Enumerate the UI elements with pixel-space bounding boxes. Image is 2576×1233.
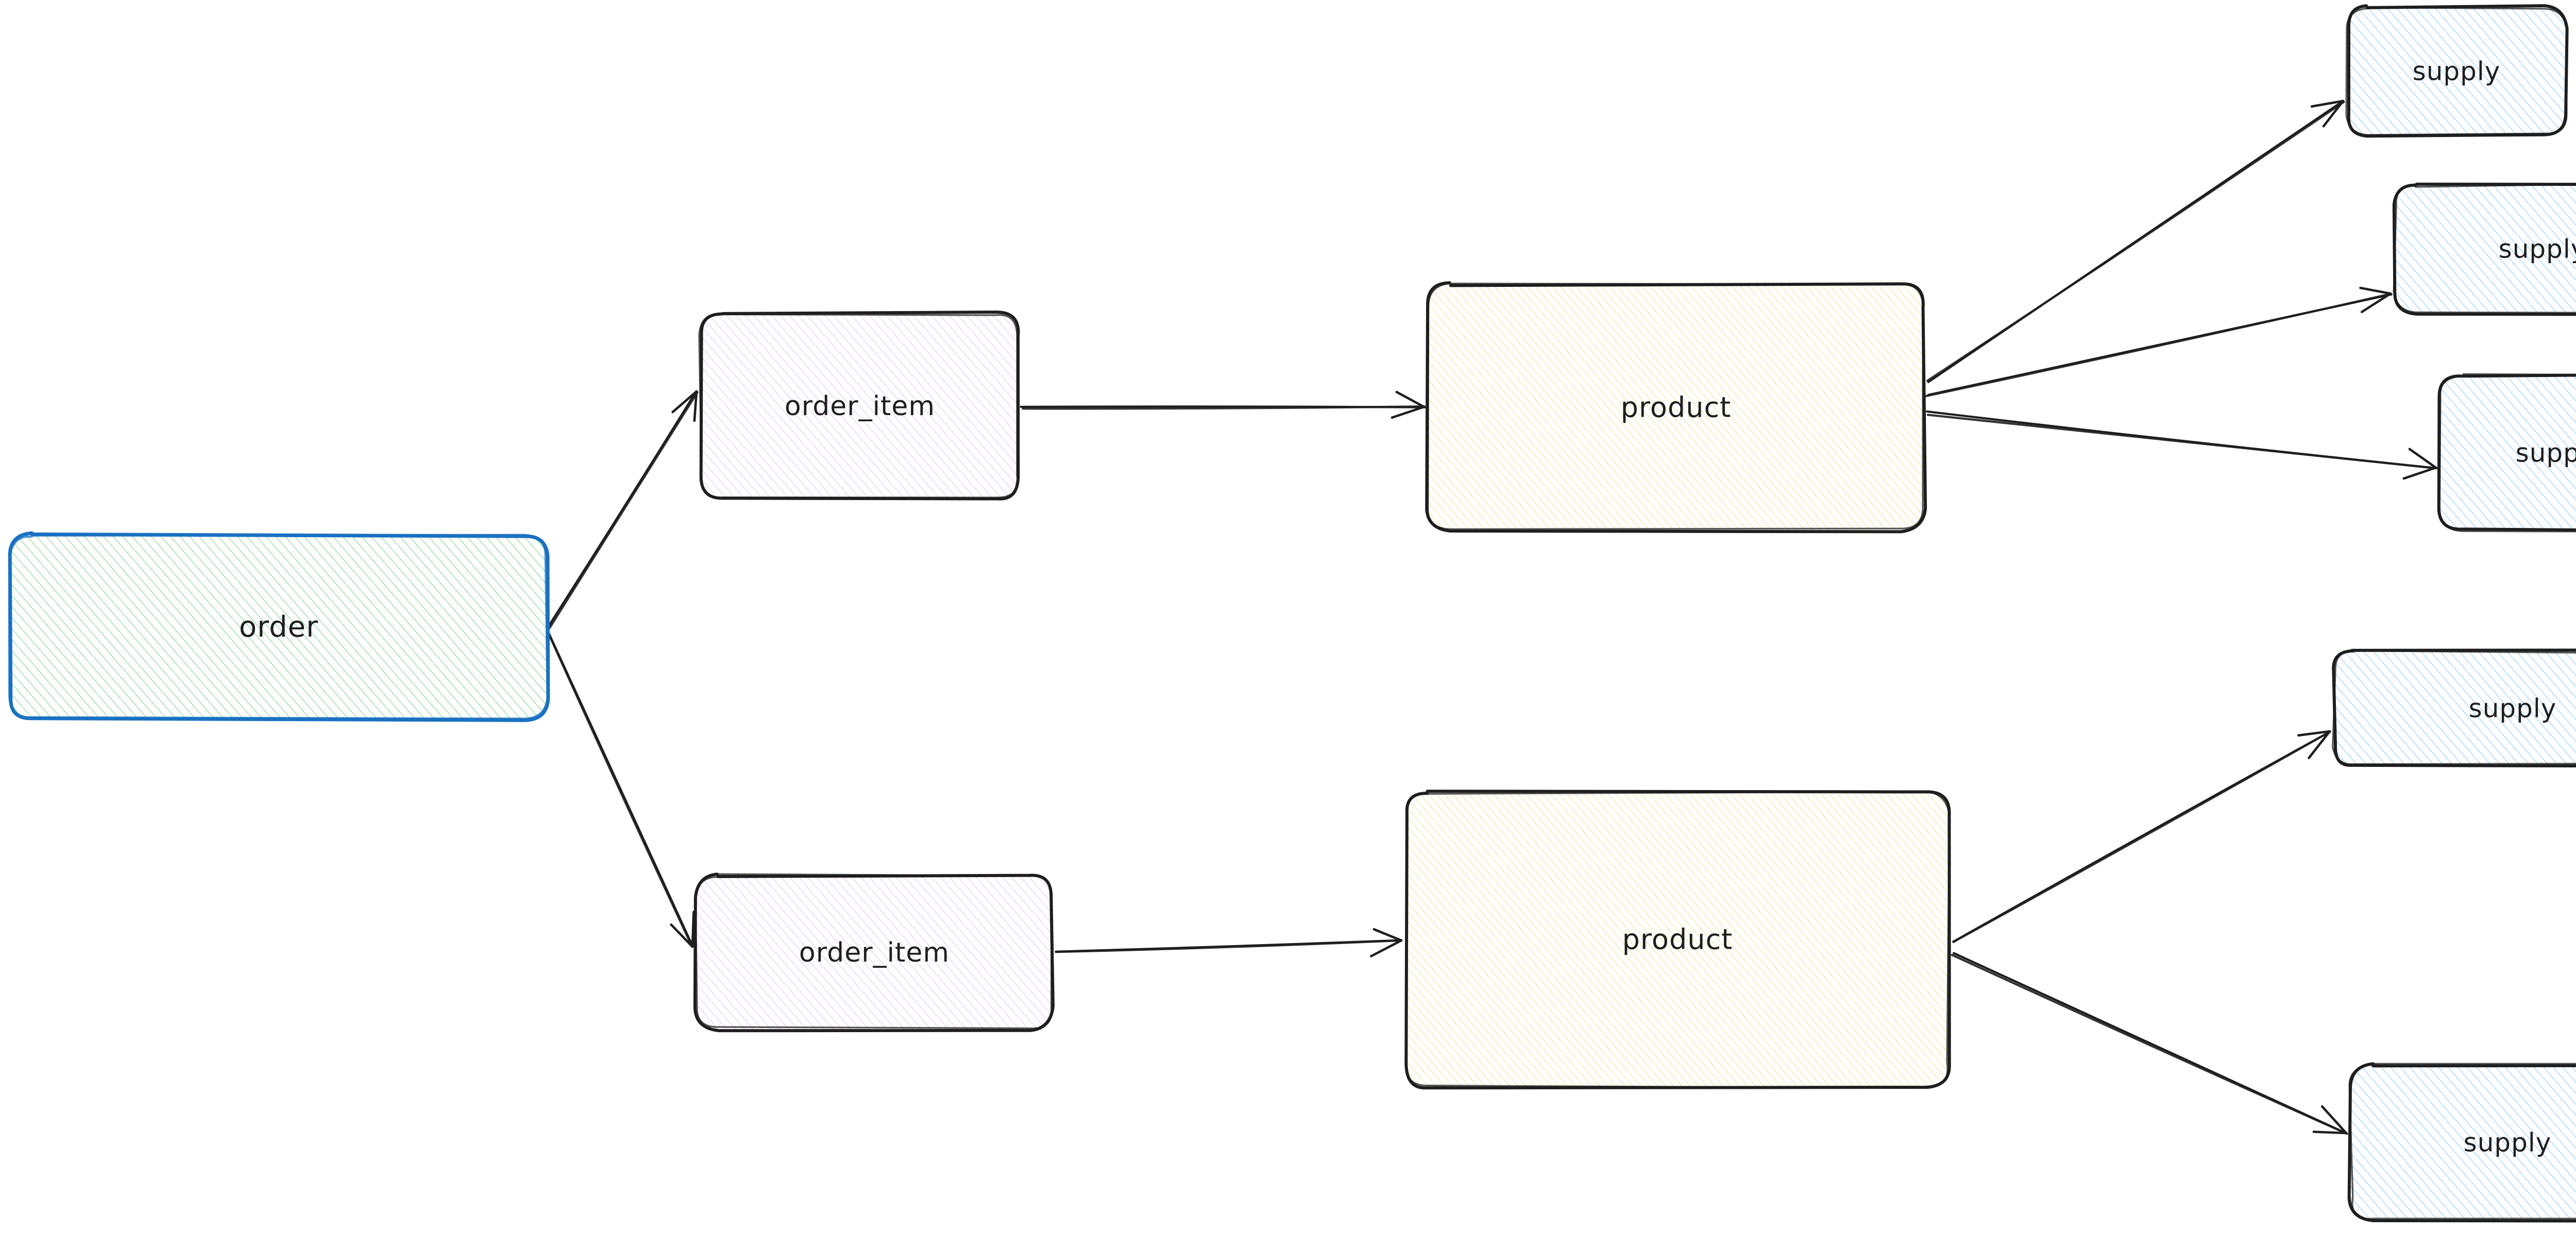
node-outline-second-pass bbox=[2332, 649, 2576, 765]
edge-order_item_1-to-product_1[interactable] bbox=[1020, 390, 1426, 419]
node-outline-second-pass bbox=[2345, 6, 2568, 136]
node-outline bbox=[2392, 182, 2576, 316]
node-layer: orderorder_itemorder_itemproductproducts… bbox=[8, 4, 2576, 1223]
edge-product_1-to-supply_2[interactable] bbox=[1925, 286, 2393, 398]
node-supply_3[interactable]: supply bbox=[2437, 373, 2576, 533]
node-outline-second-pass bbox=[8, 534, 549, 720]
edge-product_2-to-supply_4[interactable] bbox=[1952, 730, 2331, 943]
node-label-order_item_1: order_item bbox=[785, 391, 935, 422]
node-outline-second-pass bbox=[2438, 373, 2576, 533]
node-hatch-fill bbox=[2334, 651, 2576, 765]
node-label-product_1: product bbox=[1621, 391, 1732, 424]
node-hatch-fill bbox=[1428, 284, 1924, 530]
node-outline bbox=[699, 310, 1020, 501]
edge-order-to-order_item_2[interactable] bbox=[547, 631, 695, 948]
edge-product_1-to-supply_3[interactable] bbox=[1926, 410, 2438, 480]
edge-layer bbox=[547, 99, 2438, 1135]
node-order[interactable]: order bbox=[8, 531, 550, 722]
node-product_2[interactable]: product bbox=[1403, 790, 1952, 1090]
node-outline-second-pass bbox=[694, 873, 1053, 1030]
node-supply_1[interactable]: supply bbox=[2345, 4, 2569, 138]
node-hatch-fill bbox=[2395, 184, 2576, 313]
node-supply_5[interactable]: supply bbox=[2347, 1062, 2576, 1223]
node-outline-second-pass bbox=[2348, 1063, 2576, 1220]
node-hatch-fill bbox=[2440, 375, 2576, 530]
edge-product_2-to-supply_5[interactable] bbox=[1951, 952, 2348, 1135]
node-outline-second-pass bbox=[1427, 282, 1924, 530]
edge-order_item_2-to-product_2[interactable] bbox=[1055, 928, 1403, 957]
node-label-order: order bbox=[239, 610, 318, 644]
edge-product_1-to-supply_1[interactable] bbox=[1926, 99, 2345, 383]
node-supply_2[interactable]: supply bbox=[2392, 182, 2576, 316]
node-outline bbox=[2332, 648, 2576, 768]
node-hatch-fill bbox=[701, 313, 1019, 499]
node-order_item_2[interactable]: order_item bbox=[693, 872, 1055, 1033]
node-outline-second-pass bbox=[2393, 183, 2576, 314]
edge-order-to-order_item_1[interactable] bbox=[547, 390, 699, 629]
node-label-product_2: product bbox=[1622, 923, 1733, 956]
node-label-supply_3: supply bbox=[2516, 438, 2576, 468]
node-order_item_1[interactable]: order_item bbox=[698, 310, 1021, 501]
node-supply_4[interactable]: supply bbox=[2332, 648, 2576, 768]
node-label-supply_1: supply bbox=[2413, 57, 2501, 87]
node-hatch-fill bbox=[1405, 792, 1950, 1087]
node-outline-second-pass bbox=[698, 313, 1019, 499]
node-outline bbox=[1425, 281, 1927, 534]
node-label-supply_4: supply bbox=[2469, 694, 2557, 724]
node-hatch-fill bbox=[2350, 1065, 2576, 1220]
node-hatch-fill bbox=[2347, 7, 2566, 135]
node-product_1[interactable]: product bbox=[1425, 281, 1927, 534]
node-label-supply_5: supply bbox=[2464, 1128, 2552, 1158]
node-hatch-fill bbox=[697, 876, 1052, 1029]
node-hatch-fill bbox=[10, 535, 547, 719]
node-outline bbox=[2347, 1062, 2576, 1223]
node-label-order_item_2: order_item bbox=[799, 937, 950, 968]
node-outline-second-pass bbox=[1405, 791, 1951, 1089]
node-label-supply_2: supply bbox=[2499, 234, 2576, 264]
